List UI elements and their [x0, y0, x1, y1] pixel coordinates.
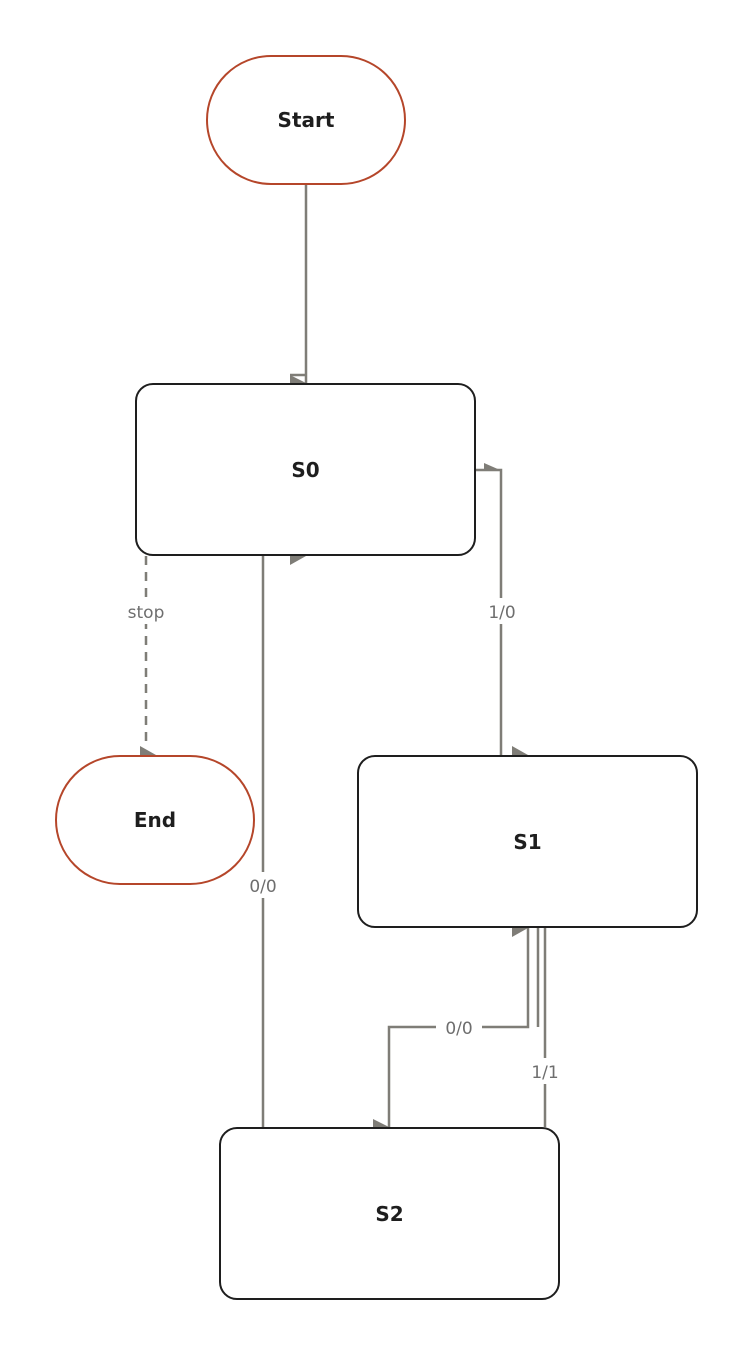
- node-end-label: End: [133, 808, 177, 832]
- edge-label-1-0: 1/0: [488, 603, 515, 623]
- edge-s2-to-s1: 1/1: [522, 928, 568, 1127]
- edge-s2-to-s0: 0/0: [242, 556, 306, 1127]
- edge-label-stop: stop: [128, 603, 165, 623]
- edge-s1-to-s2: 0/0: [373, 928, 530, 1127]
- edge-label-0-0-bottom: 0/0: [445, 1019, 472, 1039]
- node-start-label: Start: [277, 108, 335, 132]
- node-s2-label: S2: [375, 1201, 404, 1226]
- node-s0[interactable]: S0: [135, 383, 476, 556]
- node-s2[interactable]: S2: [219, 1127, 560, 1300]
- edge-label-1-1: 1/1: [531, 1063, 558, 1083]
- node-end[interactable]: End: [55, 755, 255, 885]
- edge-s0-to-end: stop: [118, 556, 174, 755]
- node-s1[interactable]: S1: [357, 755, 698, 928]
- node-s0-label: S0: [291, 457, 320, 482]
- node-s1-label: S1: [513, 829, 542, 854]
- node-start[interactable]: Start: [206, 55, 406, 185]
- edge-start-to-s0: [290, 185, 308, 383]
- edge-label-0-0-left: 0/0: [249, 877, 276, 897]
- edge-s0-to-s1: 1/0: [476, 463, 528, 755]
